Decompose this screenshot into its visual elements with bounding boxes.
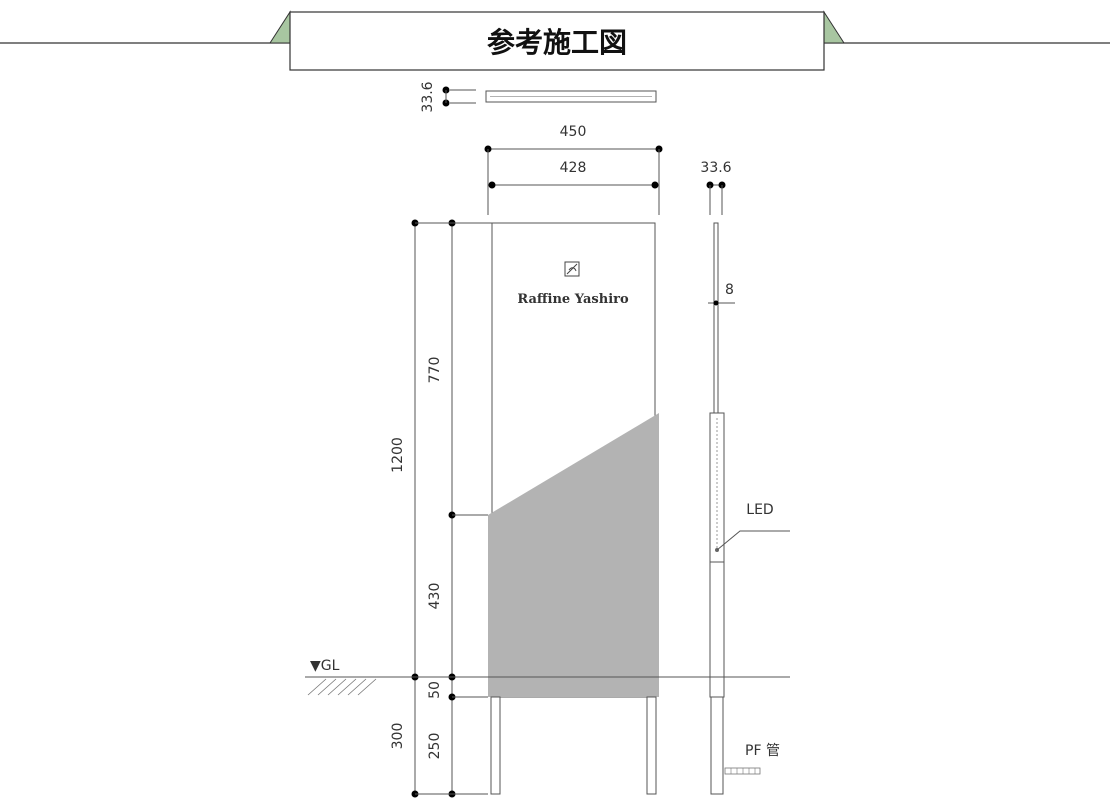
top-view-outline: [485, 90, 657, 103]
right-post: [646, 696, 657, 795]
upper-height-label: 770: [427, 357, 443, 384]
ground-level-label: ▼GL: [310, 658, 340, 674]
side-panel-thin: [713, 222, 719, 414]
height-dimensions: 1200 770 430 50 250 300: [390, 219, 492, 798]
outer-width-label: 450: [560, 124, 587, 140]
title-header: 参考施工図: [0, 10, 1110, 71]
top-view: 33.6: [420, 81, 657, 113]
ground-level: ▼GL: [305, 658, 790, 696]
led-label: LED: [746, 502, 773, 518]
foundation-depth-label: 300: [390, 723, 406, 750]
left-post: [490, 696, 501, 795]
top-thickness-label: 33.6: [420, 81, 436, 112]
ribbon-fold-right: [823, 10, 845, 44]
plinth-height-label: 50: [427, 681, 443, 699]
front-elevation: Raffine Yashiro: [488, 222, 659, 795]
ribbon-fold-left: [269, 10, 291, 44]
brand-logo-icon: [564, 261, 580, 277]
embed-depth-label: 250: [427, 733, 443, 760]
page-title: 参考施工図: [487, 26, 627, 59]
panel-edge-label: 8: [725, 282, 734, 298]
side-elevation: 33.6 8 LED PF 管: [700, 160, 790, 795]
pf-pipe-icon: [724, 767, 761, 775]
side-thickness-label: 33.6: [700, 160, 731, 176]
total-height-label: 1200: [390, 437, 406, 473]
side-post: [710, 696, 724, 795]
pf-pipe-label: PF 管: [745, 743, 780, 759]
inner-width-label: 428: [560, 160, 587, 176]
width-dimensions: 450 428: [484, 124, 663, 215]
title-box: [289, 11, 825, 71]
led-leader-line: [716, 530, 790, 551]
brand-name: Raffine Yashiro: [517, 292, 629, 307]
lower-height-label: 430: [427, 583, 443, 610]
ground-hatch: [307, 678, 377, 696]
gray-panel: [488, 413, 659, 697]
